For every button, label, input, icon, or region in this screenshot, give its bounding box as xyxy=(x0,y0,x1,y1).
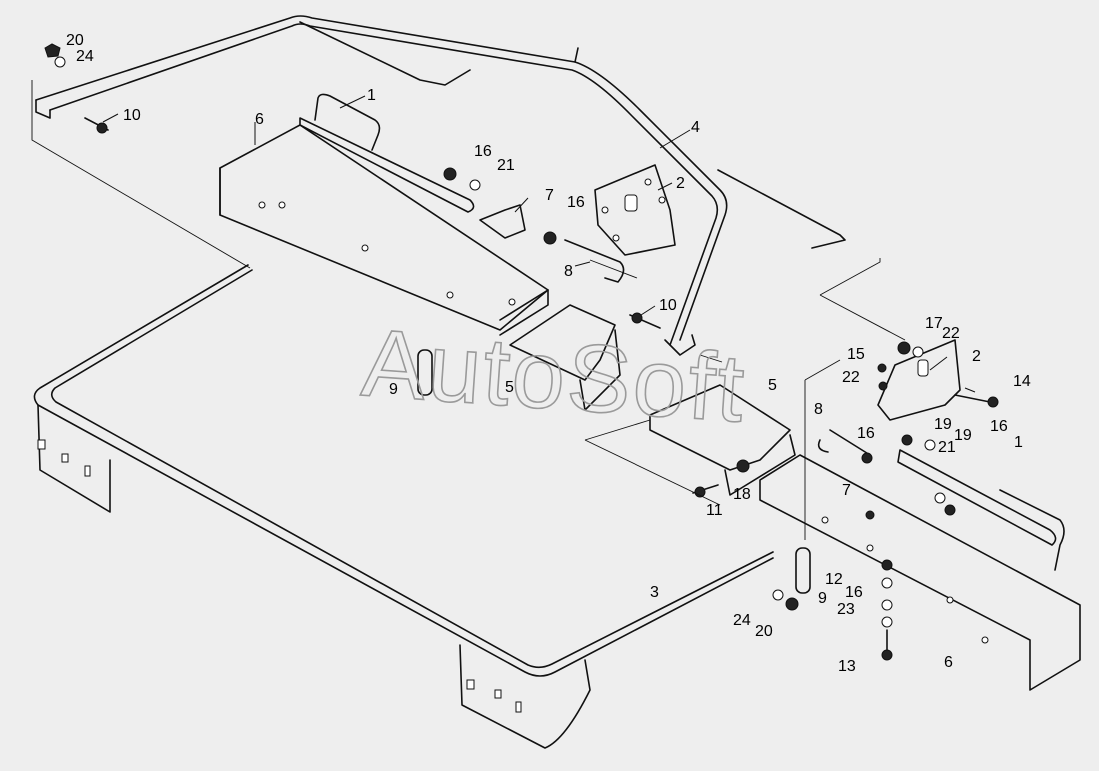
label-16-e: 16 xyxy=(845,584,863,601)
label-8-top: 8 xyxy=(564,263,573,280)
label-13: 13 xyxy=(838,658,856,675)
label-7-top: 7 xyxy=(545,187,554,204)
label-18: 18 xyxy=(733,486,751,503)
label-20-top: 20 xyxy=(66,32,84,49)
label-20-bottom: 20 xyxy=(755,623,773,640)
label-15: 15 xyxy=(847,346,865,363)
part-7-upper-clip xyxy=(479,204,526,239)
watermark-text: AutoSoft xyxy=(359,309,750,443)
fasteners xyxy=(44,43,999,661)
label-6-left: 6 xyxy=(255,111,264,128)
label-23: 23 xyxy=(837,601,855,618)
part-3-frame xyxy=(33,264,774,749)
label-10-left: 10 xyxy=(123,107,141,124)
part-9-posts xyxy=(417,349,811,594)
label-2-right: 2 xyxy=(972,348,981,365)
label-19-b: 19 xyxy=(954,427,972,444)
label-9-left: 9 xyxy=(389,381,398,398)
label-leaders xyxy=(102,95,976,393)
part-6-left-bracket xyxy=(219,124,549,336)
part-2-right-plate xyxy=(877,339,961,421)
label-16-c: 16 xyxy=(857,425,875,442)
part-5-plates xyxy=(509,304,796,496)
label-22-a: 22 xyxy=(942,325,960,342)
label-3: 3 xyxy=(650,584,659,601)
label-1-top: 1 xyxy=(367,87,376,104)
label-7-right: 7 xyxy=(842,482,851,499)
label-16-b: 16 xyxy=(567,194,585,211)
part-8-upper-hook xyxy=(564,239,625,283)
label-6-right: 6 xyxy=(944,654,953,671)
label-12: 12 xyxy=(825,571,843,588)
callout-labels: 20 24 10 1 6 4 16 21 2 7 16 8 10 17 22 1… xyxy=(66,32,1031,675)
label-19-a: 19 xyxy=(934,416,952,433)
label-22-b: 22 xyxy=(842,369,860,386)
label-21-b: 21 xyxy=(938,439,956,456)
part-1-right-handle xyxy=(897,449,1065,571)
label-8-right: 8 xyxy=(814,401,823,418)
label-1-right: 1 xyxy=(1014,434,1023,451)
label-4: 4 xyxy=(691,119,700,136)
label-2-top: 2 xyxy=(676,175,685,192)
part-1-left-handle xyxy=(299,93,475,213)
label-24-top: 24 xyxy=(76,48,94,65)
part-2-upper-plate xyxy=(594,164,676,256)
part-4-tube xyxy=(35,15,846,356)
part-8-right-hook xyxy=(817,429,871,456)
label-9-right: 9 xyxy=(818,590,827,607)
label-5-left: 5 xyxy=(505,379,514,396)
label-16-d: 16 xyxy=(990,418,1008,435)
label-24-bottom: 24 xyxy=(733,612,751,629)
label-21-a: 21 xyxy=(497,157,515,174)
label-10-mid: 10 xyxy=(659,297,677,314)
label-11: 11 xyxy=(706,502,723,519)
assembly-lines xyxy=(31,80,906,540)
label-17: 17 xyxy=(925,315,943,332)
label-16-a: 16 xyxy=(474,143,492,160)
label-5-right: 5 xyxy=(768,377,777,394)
part-6-right-bracket xyxy=(759,454,1081,691)
label-14: 14 xyxy=(1013,373,1031,390)
